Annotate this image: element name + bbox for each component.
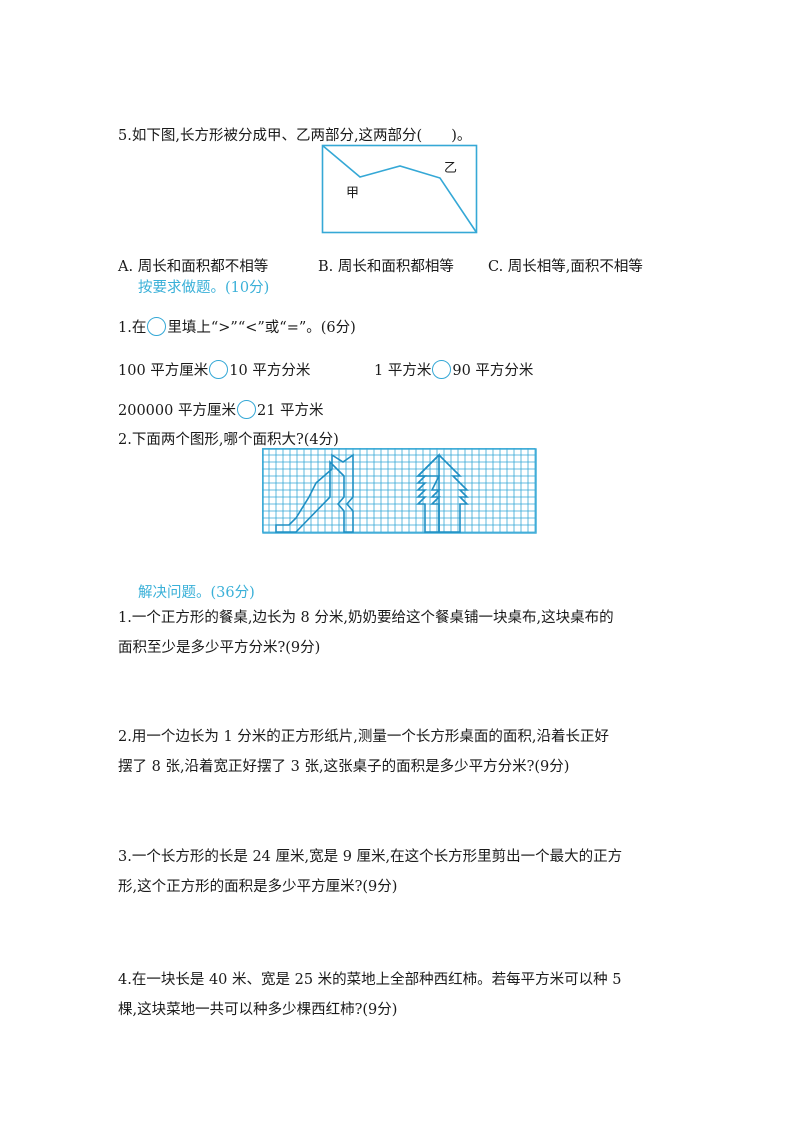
grid-border <box>262 448 537 534</box>
problem-3-line-2: 形,这个正方形的面积是多少平方厘米?(9分) <box>118 879 398 895</box>
answer-circle[interactable] <box>209 360 229 379</box>
section-title-solve: 解决问题。(36分) <box>138 585 255 601</box>
problem-4: 4.在一块长是 40 米、宽是 25 米的菜地上全部种西红柿。若每平方米可以种 … <box>118 965 688 1025</box>
q5-option-b: B. 周长和面积都相等 <box>318 259 454 275</box>
compare-right: 10 平方分米 <box>229 363 311 379</box>
problem-2: 2.用一个边长为 1 分米的正方形纸片,测量一个长方形桌面的面积,沿着长正好 摆… <box>118 722 688 782</box>
problem-4-line-2: 棵,这块菜地一共可以种多少棵西红柿?(9分) <box>118 1002 398 1018</box>
label-yi: 乙 <box>444 161 458 176</box>
a2-stem: 2.下面两个图形,哪个面积大?(4分) <box>118 432 339 448</box>
problem-1-line-2: 面积至少是多少平方分米?(9分) <box>118 640 321 656</box>
label-jia: 甲 <box>346 186 360 201</box>
a1-stem-post: 里填上“>”“<”或“=”。(6分) <box>167 320 356 336</box>
compare-left: 100 平方厘米 <box>118 363 209 379</box>
grid-figures <box>262 448 537 534</box>
problem-1-line-1: 1.一个正方形的餐桌,边长为 8 分米,奶奶要给这个餐桌铺一块桌布,这块桌布的 <box>118 610 614 626</box>
rectangle-outline <box>321 144 478 234</box>
grid-lines <box>262 448 536 533</box>
tree-shape-right <box>416 453 469 533</box>
problem-3: 3.一个长方形的长是 24 厘米,宽是 9 厘米,在这个长方形里剪出一个最大的正… <box>118 842 688 902</box>
problem-2-line-1: 2.用一个边长为 1 分米的正方形纸片,测量一个长方形桌面的面积,沿着长正好 <box>118 729 609 745</box>
rabbit-shape <box>275 453 354 533</box>
answer-circle[interactable] <box>432 360 452 379</box>
q5-option-a: A. 周长和面积都不相等 <box>118 259 269 275</box>
compare-item-1: 100 平方厘米 10 平方分米 <box>118 359 310 380</box>
compare-right: 21 平方米 <box>256 403 324 419</box>
a1-stem: 1.在 里填上“>”“<”或“=”。(6分) <box>118 316 356 337</box>
tree-shape-left <box>416 453 440 533</box>
compare-item-3: 200000 平方厘米 21 平方米 <box>118 399 324 420</box>
problem-3-line-1: 3.一个长方形的长是 24 厘米,宽是 9 厘米,在这个长方形里剪出一个最大的正… <box>118 849 623 865</box>
q5-option-c: C. 周长相等,面积不相等 <box>488 259 643 275</box>
problem-4-line-1: 4.在一块长是 40 米、宽是 25 米的菜地上全部种西红柿。若每平方米可以种 … <box>118 972 622 988</box>
compare-item-2: 1 平方米 90 平方分米 <box>374 359 533 380</box>
a1-stem-pre: 1.在 <box>118 320 147 336</box>
q5-rectangle-figure <box>321 144 478 234</box>
circle-icon <box>147 317 167 336</box>
compare-right: 90 平方分米 <box>452 363 534 379</box>
answer-circle[interactable] <box>236 400 256 419</box>
problem-2-line-2: 摆了 8 张,沿着宽正好摆了 3 张,这张桌子的面积是多少平方分米?(9分) <box>118 759 570 775</box>
section-title-requirements: 按要求做题。(10分) <box>138 280 270 296</box>
dividing-line <box>321 144 478 233</box>
problem-1: 1.一个正方形的餐桌,边长为 8 分米,奶奶要给这个餐桌铺一块桌布,这块桌布的 … <box>118 603 688 663</box>
q5-stem: 5.如下图,长方形被分成甲、乙两部分,这两部分( )。 <box>118 128 472 144</box>
compare-left: 1 平方米 <box>374 363 432 379</box>
compare-left: 200000 平方厘米 <box>118 403 236 419</box>
